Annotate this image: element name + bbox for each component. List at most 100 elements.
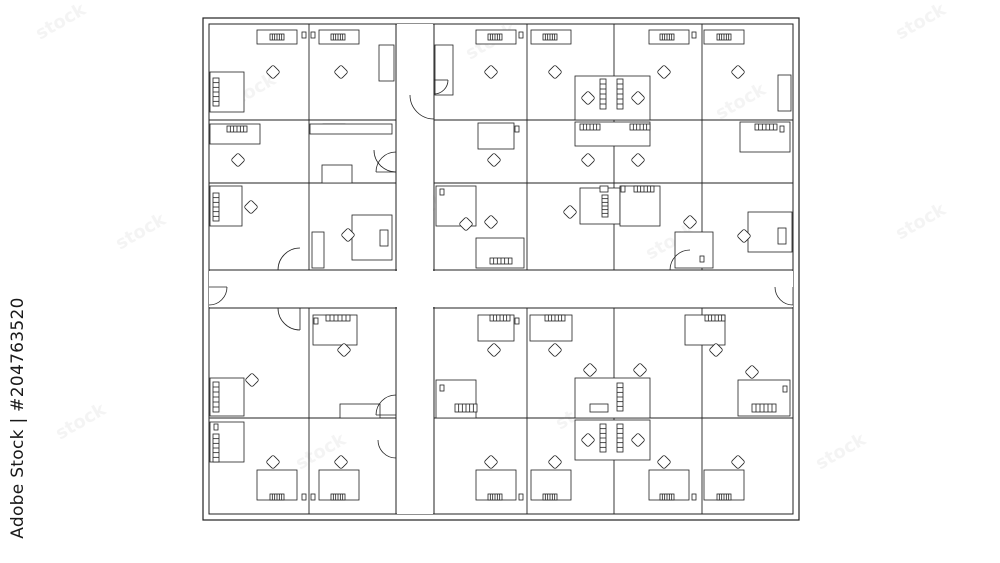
inner-wall [208, 23, 794, 515]
desk [209, 123, 261, 145]
horizontal-corridor [209, 271, 793, 307]
computer-monitor [620, 185, 626, 193]
outer-wall [202, 17, 800, 521]
office-chair [245, 373, 259, 387]
walls [202, 17, 800, 521]
computer-monitor [779, 125, 785, 133]
door-swing [277, 307, 301, 331]
office-chair [341, 228, 355, 242]
office-chair [731, 455, 745, 469]
side-table [311, 231, 325, 269]
computer-monitor [439, 188, 445, 196]
computer-monitor [301, 493, 307, 501]
office-chair [657, 455, 671, 469]
office-chair [631, 433, 645, 447]
computer-monitor [313, 317, 319, 325]
computer-monitor [518, 493, 524, 501]
door-swing [277, 247, 301, 271]
office-chair [631, 91, 645, 105]
door-arc [409, 94, 435, 120]
desk [477, 122, 515, 150]
office-chair [548, 343, 562, 357]
cabinet [321, 164, 353, 184]
door-swing [409, 94, 435, 120]
computer-monitor [699, 255, 705, 263]
door-swing [375, 394, 397, 416]
computer-monitor [310, 31, 316, 39]
door-arc [208, 286, 228, 306]
office-chair [657, 65, 671, 79]
computer-monitor [777, 227, 787, 245]
office-chair [484, 455, 498, 469]
watermark-logo: stock [712, 78, 770, 124]
office-chair [631, 153, 645, 167]
door-arc [377, 439, 397, 459]
office-chair [337, 343, 351, 357]
office-chair [266, 455, 280, 469]
door-arc [277, 247, 301, 271]
stock-id-caption: Adobe Stock | #204763520 [8, 297, 28, 539]
office-chair [459, 217, 473, 231]
computer-monitor [514, 317, 520, 325]
computer-monitor [379, 229, 389, 247]
door-arc [669, 249, 691, 271]
door-arc [774, 286, 794, 306]
computer-monitor [310, 493, 316, 501]
office-chair [266, 65, 280, 79]
desk [574, 377, 651, 419]
side-table [378, 44, 395, 82]
door-arc [277, 307, 301, 331]
office-chair [731, 65, 745, 79]
watermark-logo: stock [32, 0, 90, 44]
office-chair [581, 91, 595, 105]
office-chair [484, 215, 498, 229]
office-chair [737, 229, 751, 243]
office-chair [244, 200, 258, 214]
door-swing [377, 439, 397, 459]
door-arc [375, 394, 397, 416]
computer-monitor [691, 493, 697, 501]
office-chair [745, 365, 759, 379]
computer-monitor [439, 384, 445, 392]
door-swing [208, 286, 228, 306]
vertical-corridor [397, 24, 433, 514]
computer-monitor [782, 385, 788, 393]
watermark-logo: stock [112, 208, 170, 254]
computer-monitor [518, 31, 524, 39]
counter [309, 123, 393, 135]
computer-monitor [691, 31, 697, 39]
side-table [434, 44, 454, 96]
computer-monitor [599, 185, 609, 193]
door-swing [774, 286, 794, 306]
office-chair [583, 363, 597, 377]
watermark-logo: stock [52, 398, 110, 444]
office-chair [709, 343, 723, 357]
desk [579, 187, 621, 225]
office-chair [487, 343, 501, 357]
office-chair [334, 65, 348, 79]
office-chair [683, 215, 697, 229]
door-swing [669, 249, 691, 271]
office-chair [548, 65, 562, 79]
door-arc [373, 149, 397, 173]
office-chair [633, 363, 647, 377]
office-chair [581, 433, 595, 447]
watermark-logo: stock [892, 0, 950, 44]
door-arc [433, 79, 449, 95]
watermark-logo: stock [812, 428, 870, 474]
office-chair [548, 455, 562, 469]
office-chair [484, 65, 498, 79]
office-chair [487, 153, 501, 167]
furniture [209, 29, 793, 501]
door-swing [433, 79, 449, 95]
cabinet [339, 403, 381, 419]
doors [208, 79, 794, 459]
computer-monitor [301, 31, 307, 39]
office-chair [581, 153, 595, 167]
desk [619, 185, 661, 227]
office-chair [563, 205, 577, 219]
door-swing [373, 149, 397, 173]
door-arc [375, 151, 397, 173]
